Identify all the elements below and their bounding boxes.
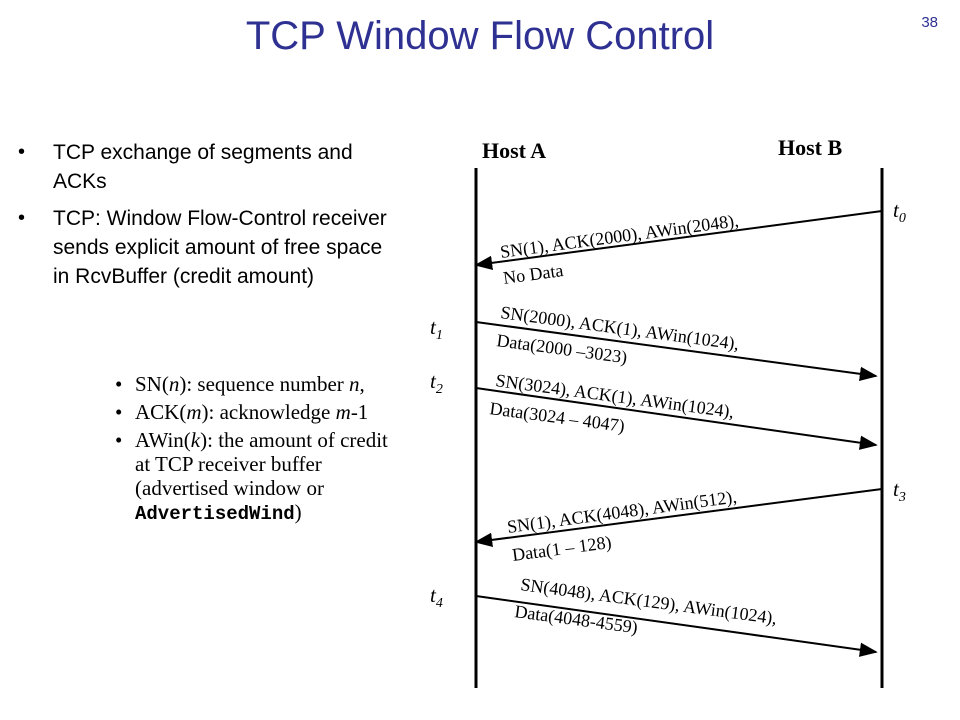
bullet-list: TCP exchange of segments and ACKs TCP: W…	[18, 138, 388, 299]
text-segment: ): the amount of credit at TCP receiver …	[135, 428, 388, 500]
text-segment: SN(	[135, 372, 169, 396]
time-label-t1: t1	[430, 315, 443, 343]
bullet-item: TCP: Window Flow-Control receiver sends …	[18, 204, 388, 291]
variable: k	[190, 428, 201, 452]
message-arrow	[475, 595, 878, 657]
host-a-label: Host A	[482, 138, 546, 163]
time-label-t3: t3	[893, 477, 906, 505]
time-label-t2: t2	[430, 369, 443, 397]
time-label-t4: t4	[430, 583, 443, 611]
text-segment: AWin(	[135, 428, 191, 452]
time-label-t0: t0	[893, 198, 906, 226]
page-number: 38	[921, 14, 938, 31]
text-segment: )	[294, 500, 302, 524]
sub-bullet-awin: AWin(k): the amount of credit at TCP rec…	[115, 428, 405, 526]
message-label: No Data	[502, 260, 565, 288]
sub-bullet-list: SN(n): sequence number n, ACK(m): acknow…	[115, 372, 405, 530]
message-arrow	[475, 387, 878, 450]
code-text: AdvertisedWind	[135, 503, 295, 525]
slide-title: TCP Window Flow Control	[245, 14, 715, 58]
message-label: SN(1), ACK(2000), AWin(2048),	[499, 210, 740, 263]
sub-bullet-sn: SN(n): sequence number n,	[115, 372, 405, 396]
text-segment: ): sequence number	[179, 372, 350, 396]
text-segment: ): acknowledge	[201, 400, 336, 424]
message-arrow	[474, 210, 883, 271]
text-segment: ACK(	[135, 400, 187, 424]
message-arrow	[475, 321, 878, 381]
variable: n	[168, 372, 180, 396]
text-segment: -1	[350, 400, 369, 424]
bullet-item: TCP exchange of segments and ACKs	[18, 138, 388, 196]
variable: m	[335, 400, 351, 424]
message-arrow	[474, 488, 883, 548]
sub-bullet-ack: ACK(m): acknowledge m-1	[115, 400, 405, 424]
message-label: Data(1 – 128)	[511, 532, 613, 566]
text-segment: ,	[359, 372, 365, 396]
variable: m	[186, 400, 202, 424]
variable: n	[349, 372, 360, 396]
host-b-label: Host B	[778, 135, 843, 160]
